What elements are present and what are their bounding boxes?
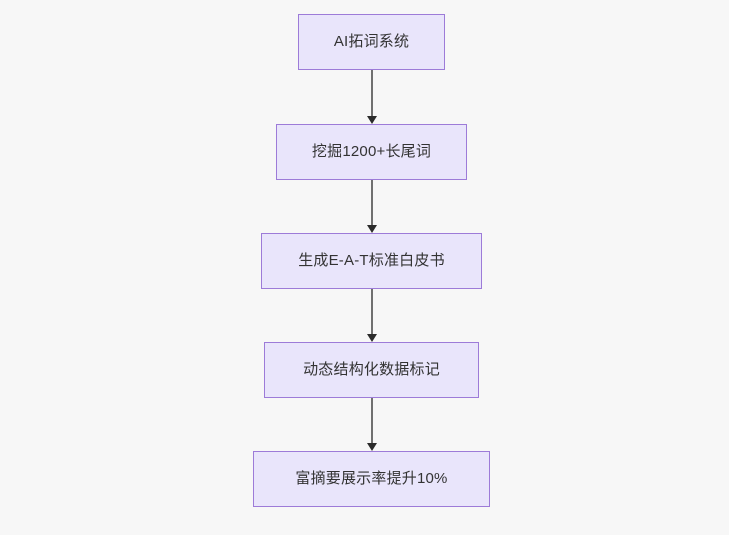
flow-node-label: 生成E-A-T标准白皮书: [298, 252, 445, 269]
arrowhead-icon: [367, 225, 377, 233]
arrowhead-icon: [367, 443, 377, 451]
arrowhead-icon: [367, 334, 377, 342]
arrowhead-icon: [367, 116, 377, 124]
flow-node-mine-longtail-keywords[interactable]: 挖掘1200+长尾词: [276, 124, 467, 180]
edge-n4-n5: [367, 398, 377, 451]
flow-node-dynamic-structured-data[interactable]: 动态结构化数据标记: [264, 342, 479, 398]
flow-node-label: 动态结构化数据标记: [303, 361, 440, 378]
edge-line: [371, 70, 373, 117]
flow-node-ai-keyword-system[interactable]: AI拓词系统: [298, 14, 445, 70]
edge-n1-n2: [367, 70, 377, 124]
flow-node-label: 挖掘1200+长尾词: [311, 143, 432, 160]
flow-node-label: AI拓词系统: [333, 33, 410, 50]
flow-node-rich-snippet-uplift[interactable]: 富摘要展示率提升10%: [253, 451, 490, 507]
edge-line: [371, 289, 373, 335]
edge-line: [371, 398, 373, 444]
flow-node-label: 富摘要展示率提升10%: [295, 470, 448, 487]
edge-n3-n4: [367, 289, 377, 342]
edge-n2-n3: [367, 180, 377, 233]
flow-node-generate-eat-whitepaper[interactable]: 生成E-A-T标准白皮书: [261, 233, 482, 289]
edge-line: [371, 180, 373, 226]
